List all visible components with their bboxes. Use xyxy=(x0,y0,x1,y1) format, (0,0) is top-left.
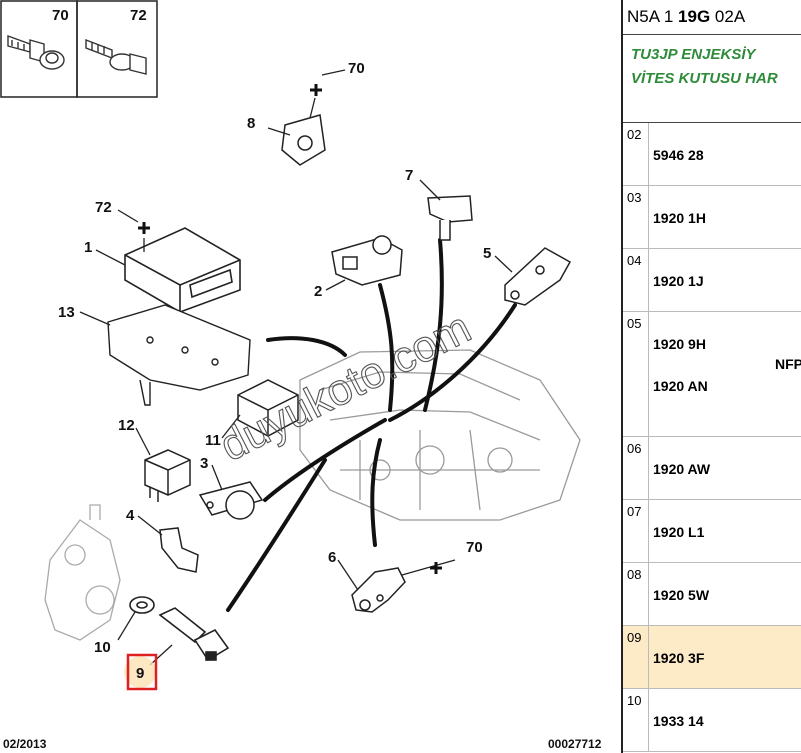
footer-id: 00027712 xyxy=(548,737,602,751)
part-12-relay xyxy=(144,449,191,502)
callout-2: 2 xyxy=(314,283,322,300)
callout-8: 8 xyxy=(247,115,255,132)
part-code: 1933 14 xyxy=(653,713,704,729)
selected-callout-9[interactable]: 9 xyxy=(124,653,158,691)
description-line-2: VİTES KUTUSU HAR xyxy=(631,70,778,87)
item-index: 04 xyxy=(623,249,649,311)
part-5-sensor xyxy=(504,247,572,306)
callout-6: 6 xyxy=(328,549,336,566)
parts-list-panel: N5A 1 19G 02A TU3JP ENJEKSİY VİTES KUTUS… xyxy=(621,0,801,753)
box-label-70: 70 xyxy=(52,7,69,24)
callout-9: 9 xyxy=(136,665,144,682)
footer-date: 02/2013 xyxy=(3,737,47,751)
part-code: 1920 AN xyxy=(653,378,708,394)
part-code: 1920 5W xyxy=(653,587,710,603)
item-index: 08 xyxy=(623,563,649,625)
bolt-icon xyxy=(85,38,147,75)
callout-72: 72 xyxy=(95,199,112,216)
fastener-markers xyxy=(138,84,442,574)
callout-11: 11 xyxy=(205,432,221,449)
part-11-relay xyxy=(237,379,299,437)
item-index: 09 xyxy=(623,626,649,688)
item-index: 06 xyxy=(623,437,649,499)
callout-4: 4 xyxy=(126,507,135,524)
part-code: 1920 1H xyxy=(653,210,706,226)
part-10-washer xyxy=(129,596,155,614)
callout-70-bottom: 70 xyxy=(466,539,483,556)
item-index: 10 xyxy=(623,689,649,751)
part-code: 1920 AW xyxy=(653,461,711,477)
header-prefix: N5A 1 xyxy=(627,7,679,26)
callout-70-top: 70 xyxy=(348,60,365,77)
leader-lines xyxy=(79,69,513,666)
part-code: 1920 3F xyxy=(653,650,705,666)
part-1-ecu xyxy=(124,227,241,313)
item-index: 07 xyxy=(623,500,649,562)
screw-box-70: 70 xyxy=(0,0,78,98)
item-index: 05 xyxy=(623,312,649,436)
part-6-sensor xyxy=(351,567,406,613)
part-13-bracket xyxy=(107,304,251,406)
item-index: 03 xyxy=(623,186,649,248)
part-4-sensor xyxy=(159,527,199,573)
box-label-72: 72 xyxy=(130,7,147,24)
header-bold: 19G xyxy=(678,7,711,26)
part-7-sensor xyxy=(427,195,473,241)
callout-13: 13 xyxy=(58,304,75,321)
description-line-1: TU3JP ENJEKSİY xyxy=(631,46,756,63)
callout-5: 5 xyxy=(483,245,491,262)
part-3-sensor xyxy=(198,481,264,520)
part-code: 1920 9H xyxy=(653,336,706,352)
part-code: 1920 1J xyxy=(653,273,704,289)
callout-7: 7 xyxy=(405,167,413,184)
panel-description: TU3JP ENJEKSİY VİTES KUTUSU HAR xyxy=(623,35,801,123)
part-code: 5946 28 xyxy=(653,147,704,163)
screw-box-72: 72 xyxy=(76,0,158,98)
callout-10: 10 xyxy=(94,639,111,656)
item-index: 02 xyxy=(623,123,649,185)
thermostat-housing xyxy=(44,504,121,641)
part-2-knock-sensor xyxy=(331,235,403,286)
part-note: NFP xyxy=(775,356,801,372)
callout-1: 1 xyxy=(84,239,92,256)
header-suffix: 02A xyxy=(710,7,746,26)
screw-icon xyxy=(7,35,65,70)
panel-header: N5A 1 19G 02A xyxy=(623,0,801,35)
callout-12: 12 xyxy=(118,417,135,434)
part-code: 1920 L1 xyxy=(653,524,705,540)
part-9-temperature-sensor xyxy=(158,607,230,662)
callout-3: 3 xyxy=(200,455,208,472)
wire-harness xyxy=(226,238,517,612)
parts-diagram: 70 72 xyxy=(0,0,602,751)
part-8-sensor xyxy=(281,114,326,166)
